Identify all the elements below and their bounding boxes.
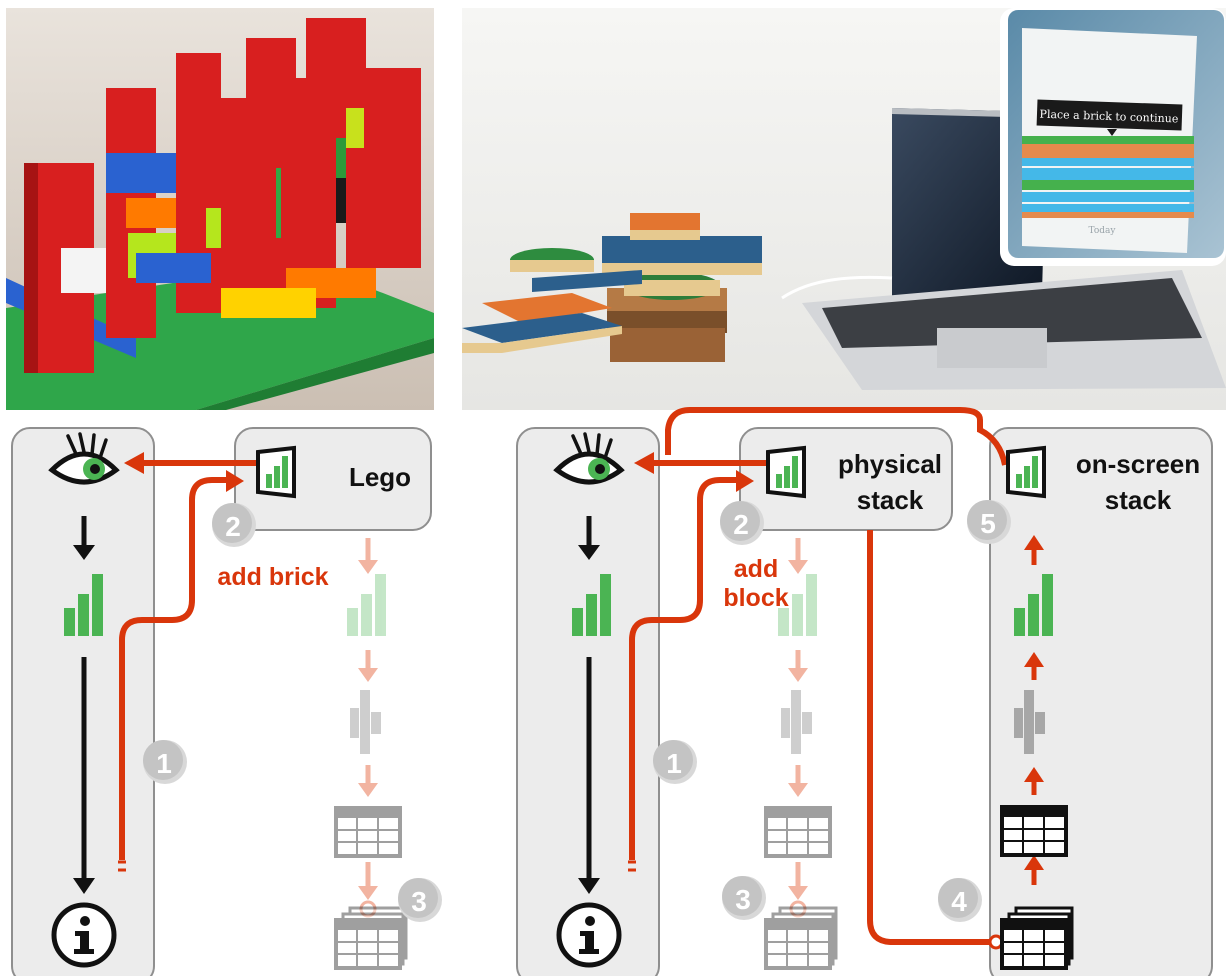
faded-pipeline-lego [334,538,406,968]
svg-text:4: 4 [951,886,967,917]
lego-photo [6,8,434,410]
inset-prompt-text: Place a brick to continue [1039,108,1178,126]
step-badge-3-right: 3 [722,876,766,920]
physical-stack-diagram: physical stack on-screen stack add block [516,407,1213,976]
svg-text:2: 2 [225,511,241,542]
display-icon [766,446,806,498]
lego-photo-illustration [6,8,434,410]
onscreen-pipeline [1000,535,1072,968]
physical-stack-label-2: stack [857,485,924,515]
lego-label: Lego [349,462,411,492]
step-badge-3-left: 3 [398,878,442,922]
step-badge-4: 4 [938,878,982,922]
sync-path [867,530,990,945]
svg-text:1: 1 [156,748,172,779]
step-badge-5: 5 [967,500,1011,544]
add-block-label-1: add [734,555,778,583]
wooden-blocks [462,213,762,362]
physical-stack-illustration: Place a brick to continue Today [462,8,1226,410]
interaction-path [629,477,740,860]
feedback-arrow [124,452,144,474]
physical-stack-label-1: physical [838,449,942,479]
onscreen-stack-label-2: stack [1105,485,1172,515]
inset-footer-text: Today [1089,226,1117,236]
add-block-label-2: block [723,584,788,612]
svg-text:1: 1 [666,748,682,779]
step-badge-1-right: 1 [653,740,697,784]
step-badge-1-left: 1 [143,740,187,784]
info-icon [54,905,114,965]
info-icon [559,905,619,965]
feedback-arrow [634,452,654,474]
svg-text:5: 5 [980,508,996,539]
faded-pipeline-physical [764,538,836,968]
svg-text:3: 3 [735,884,751,915]
onscreen-stack-lane [989,427,1213,976]
onscreen-stack-label-1: on-screen [1076,449,1200,479]
table-stack-icon [1002,908,1072,968]
svg-text:3: 3 [411,886,427,917]
step-badge-2-right: 2 [720,501,764,545]
onscreen-inset: Place a brick to continue Today [1000,8,1226,266]
display-icon [256,446,296,498]
add-brick-label: add brick [217,563,328,591]
interaction-path [119,477,230,860]
physical-stack-photo: Place a brick to continue Today [462,8,1226,410]
table-icon [1000,805,1068,857]
svg-text:2: 2 [733,509,749,540]
step-badge-2-left: 2 [212,503,256,547]
display-icon [1006,446,1046,498]
onscreen-feedback-path [665,407,1008,466]
lego-diagram: Lego add brick 1 2 3 [11,427,442,976]
